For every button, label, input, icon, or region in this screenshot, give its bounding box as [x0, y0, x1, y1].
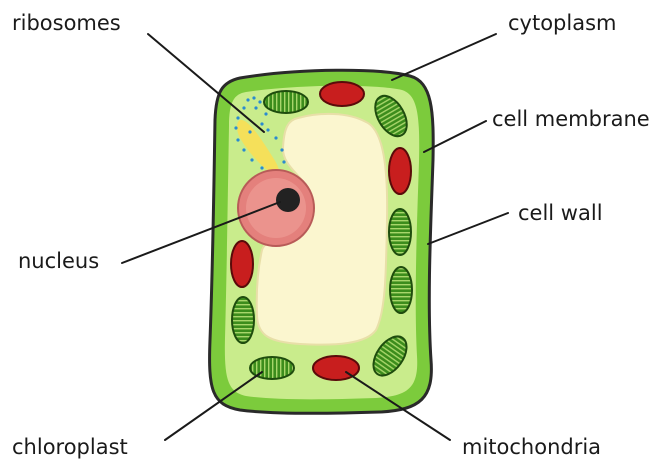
- chloroplast: [390, 267, 412, 313]
- label-cytoplasm: cytoplasm: [508, 11, 617, 35]
- chloroplast: [264, 91, 308, 113]
- label-mitochondria: mitochondria: [462, 435, 601, 459]
- mitochondrion: [231, 241, 253, 287]
- nucleolus: [276, 188, 300, 212]
- label-nucleus: nucleus: [18, 249, 99, 273]
- mitochondrion: [389, 148, 411, 194]
- mitochondrion: [320, 82, 364, 106]
- nucleus-inner: [246, 178, 306, 238]
- label-ribosomes: ribosomes: [12, 11, 121, 35]
- label-chloroplast: chloroplast: [12, 435, 128, 459]
- label-cell-membrane: cell membrane: [492, 107, 650, 131]
- chloroplast: [232, 297, 254, 343]
- chloroplast: [389, 209, 411, 255]
- label-cell-wall: cell wall: [518, 201, 603, 225]
